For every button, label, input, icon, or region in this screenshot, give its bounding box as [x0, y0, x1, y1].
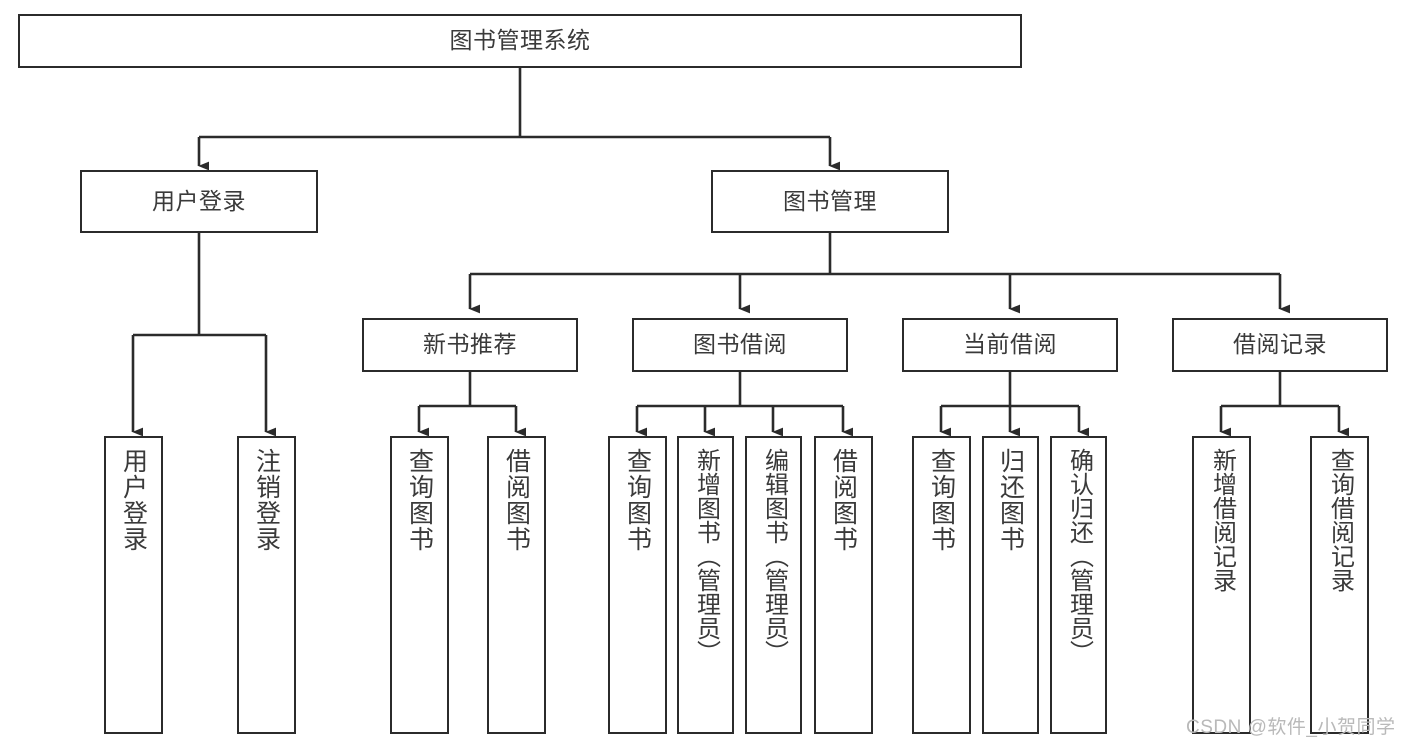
node-label: 借阅记录 — [1233, 331, 1327, 358]
node-label: 借阅图书 — [829, 448, 858, 552]
node-label: 查询图书 — [927, 448, 956, 552]
node-user-login[interactable]: 用户登录 — [80, 170, 318, 233]
node-label: 新书推荐 — [423, 331, 517, 358]
node-label: 查询借阅记录 — [1326, 448, 1354, 592]
leaf-book-borrow-query[interactable]: 查询图书 — [608, 436, 667, 734]
leaf-user-login-signin[interactable]: 用户登录 — [104, 436, 163, 734]
node-label: 注销登录 — [252, 448, 281, 552]
edges-root-to-level2 — [197, 68, 841, 171]
node-label: 归还图书 — [996, 448, 1025, 552]
node-label: 图书借阅 — [693, 331, 787, 358]
node-label: 图书管理 — [783, 187, 877, 214]
leaf-borrow-record-query[interactable]: 查询借阅记录 — [1310, 436, 1369, 734]
node-label: 图书管理系统 — [449, 27, 591, 54]
node-book-borrow[interactable]: 图书借阅 — [632, 318, 848, 372]
node-label: 当前借阅 — [963, 331, 1057, 358]
leaf-book-borrow-lend[interactable]: 借阅图书 — [814, 436, 873, 734]
node-label: 新增图书（管理员） — [692, 448, 720, 664]
edges-currentborrow-to-leaves — [939, 372, 1090, 437]
node-label: 用户登录 — [152, 187, 246, 214]
node-label: 确认归还（管理员） — [1065, 448, 1093, 664]
leaf-current-borrow-confirm-return[interactable]: 确认归还（管理员） — [1050, 436, 1107, 734]
node-new-book-recommend[interactable]: 新书推荐 — [362, 318, 578, 372]
node-label: 查询图书 — [405, 448, 434, 552]
leaf-user-login-signout[interactable]: 注销登录 — [237, 436, 296, 734]
node-label: 借阅图书 — [502, 448, 531, 552]
edges-newbook-to-leaves — [417, 372, 527, 437]
csdn-watermark: CSDN @软件_小贺同学 — [1186, 717, 1396, 738]
leaf-current-borrow-return[interactable]: 归还图书 — [982, 436, 1039, 734]
leaf-borrow-record-add[interactable]: 新增借阅记录 — [1192, 436, 1251, 734]
node-label: 编辑图书（管理员） — [760, 448, 788, 664]
edges-borrowrecord-to-leaves — [1219, 372, 1350, 437]
leaf-new-book-query[interactable]: 查询图书 — [390, 436, 449, 734]
node-book-management[interactable]: 图书管理 — [711, 170, 949, 233]
edges-userlogin-to-leaves — [131, 233, 277, 437]
leaf-current-borrow-query[interactable]: 查询图书 — [912, 436, 971, 734]
node-label: 查询图书 — [623, 448, 652, 552]
node-borrow-record[interactable]: 借阅记录 — [1172, 318, 1388, 372]
leaf-book-borrow-edit[interactable]: 编辑图书（管理员） — [745, 436, 802, 734]
node-root-book-management-system[interactable]: 图书管理系统 — [18, 14, 1022, 68]
node-label: 用户登录 — [119, 448, 148, 552]
node-label: 新增借阅记录 — [1208, 448, 1236, 592]
leaf-new-book-borrow[interactable]: 借阅图书 — [487, 436, 546, 734]
node-current-borrow[interactable]: 当前借阅 — [902, 318, 1118, 372]
edges-bookmgmt-to-level3 — [468, 233, 1291, 314]
edges-bookborrow-to-leaves — [635, 372, 854, 437]
leaf-book-borrow-add[interactable]: 新增图书（管理员） — [677, 436, 734, 734]
